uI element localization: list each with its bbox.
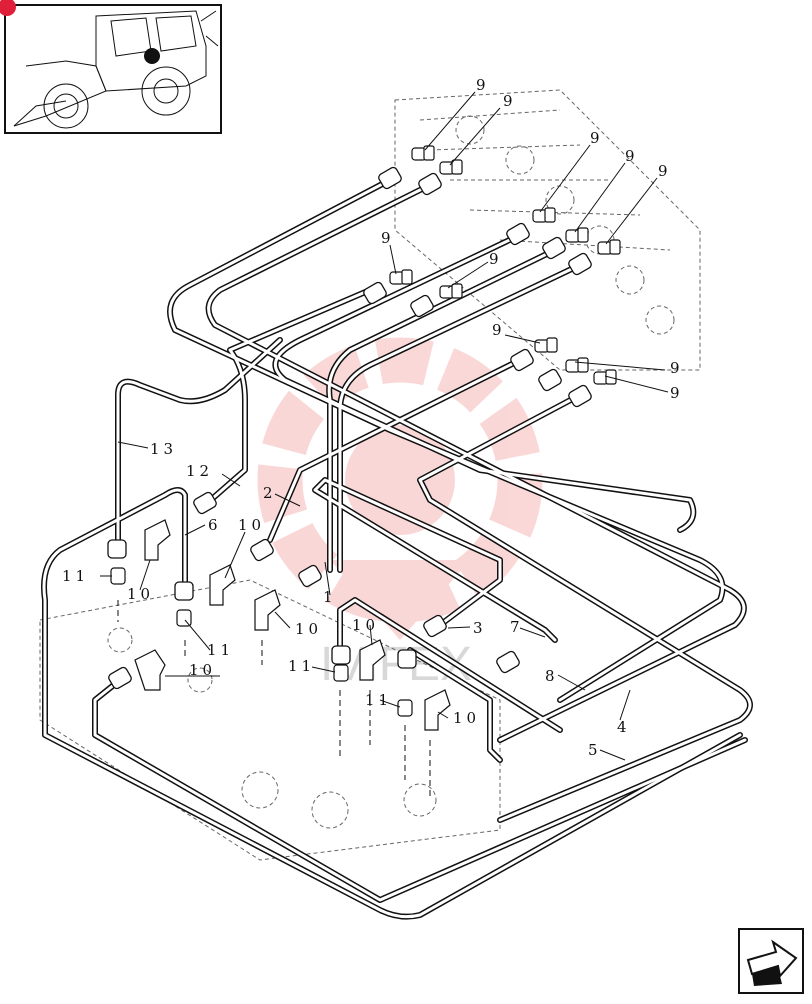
- part-callouts: 9 9 9 9 9 9 9 9 9 9 13 12 2 6 10 11 10 1…: [62, 76, 684, 759]
- callout-9: 9: [590, 129, 604, 147]
- pipe-nuts: [107, 166, 592, 690]
- callout-10: 10: [127, 585, 154, 603]
- callout-9: 9: [492, 321, 506, 339]
- callout-9: 9: [476, 76, 490, 94]
- callout-9: 9: [670, 384, 684, 402]
- callout-9: 9: [625, 147, 639, 165]
- locator-thumbnail: [0, 0, 222, 134]
- callout-10: 10: [238, 516, 265, 534]
- callout-10: 10: [295, 620, 322, 638]
- adaptors: [110, 145, 621, 717]
- callout-5: 5: [588, 741, 602, 759]
- callout-13: 13: [150, 440, 177, 458]
- callout-11: 11: [62, 567, 89, 585]
- callout-3: 3: [473, 619, 487, 637]
- callout-9: 9: [670, 359, 684, 377]
- callout-9: 9: [658, 162, 672, 180]
- pipe-set: [41, 177, 753, 920]
- callout-11: 11: [365, 691, 392, 709]
- callout-9: 9: [503, 92, 517, 110]
- callout-7: 7: [510, 618, 524, 636]
- callout-1: 1: [323, 588, 337, 606]
- location-dot-icon: [144, 48, 160, 64]
- callout-11: 11: [207, 641, 234, 659]
- callout-10: 10: [352, 616, 379, 634]
- page-badge: [0, 0, 16, 16]
- callout-10: 10: [189, 661, 216, 679]
- callout-2: 2: [263, 484, 277, 502]
- callout-8: 8: [545, 667, 559, 685]
- next-page-arrow-icon: [746, 939, 798, 986]
- leader-lines: [100, 91, 669, 800]
- callout-9: 9: [381, 229, 395, 247]
- next-page-button[interactable]: [738, 928, 804, 994]
- callout-4: 4: [617, 718, 631, 736]
- callout-9: 9: [489, 250, 503, 268]
- callout-6: 6: [208, 516, 222, 534]
- watermark-logo: [257, 337, 543, 640]
- elbow-fittings: [134, 519, 451, 731]
- callout-10: 10: [453, 709, 480, 727]
- backhoe-loader-locator-icon: [13, 10, 219, 129]
- callout-12: 12: [186, 462, 213, 480]
- callout-11: 11: [288, 657, 315, 675]
